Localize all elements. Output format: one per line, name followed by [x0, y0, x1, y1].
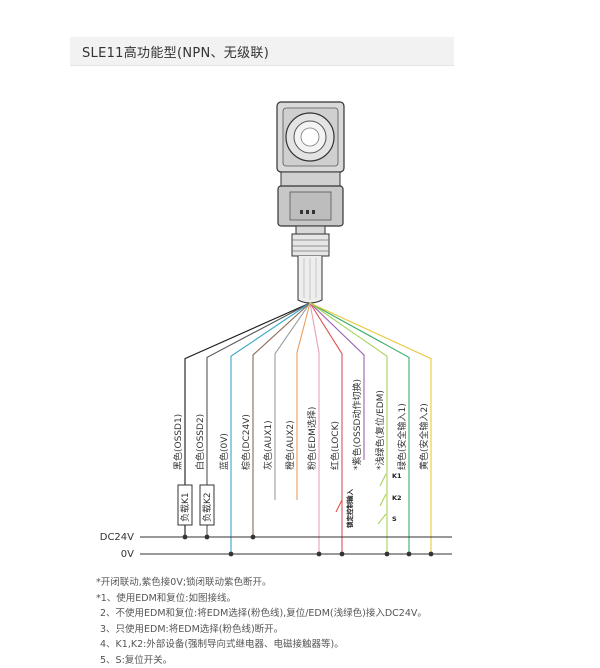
- dc24v-label: DC24V: [100, 532, 134, 543]
- note-5: 5、S:复位开关。: [96, 653, 596, 668]
- wire-label-3: 蓝色(0V): [218, 433, 230, 470]
- reset-switch-label: S: [392, 515, 397, 523]
- power-rails: DC24V 0V: [100, 532, 452, 560]
- note-4: 4、K1,K2:外部设备(强制导向式继电器、电磁接触器等)。: [96, 637, 596, 653]
- note-3: 3、只使用EDM:将EDM选择(粉色线)断开。: [96, 622, 596, 638]
- wire-label-2: 白色(OSSD2): [194, 414, 206, 470]
- k1-contact-label: K1: [392, 472, 402, 480]
- wire-label-10: *浅绿色(复位/EDM): [374, 390, 386, 470]
- note-2: 2、不使用EDM和复位:将EDM选择(粉色线),复位/EDM(浅绿色)接入DC2…: [96, 606, 596, 622]
- k2-contact-label: K2: [392, 494, 402, 502]
- wire-label-11: 绿色(安全输入1): [396, 403, 408, 470]
- cable-connector: [292, 226, 329, 303]
- wire-4: [253, 303, 310, 537]
- load-k1: 负载K1: [178, 485, 192, 525]
- load-k2: 负载K2: [200, 485, 214, 525]
- note-0: *开闭联动,紫色接0V;锁闭联动紫色断开。: [96, 575, 596, 591]
- sensor-body: [277, 102, 344, 226]
- wire-label-1: 黑色(OSSD1): [172, 414, 184, 470]
- wire-labels: 黑色(OSSD1) 白色(OSSD2) 蓝色(0V) 棕色(DC24V) 灰色(AUX1…: [172, 379, 430, 470]
- note-1: *1、使用EDM和复位:如图接线。: [96, 591, 596, 607]
- wire-12: [310, 303, 431, 554]
- load-k2-label: 负载K2: [201, 492, 213, 522]
- k1-contact: K1: [380, 472, 402, 486]
- zero-v-label: 0V: [121, 549, 134, 560]
- load-k1-label: 负载K1: [179, 492, 191, 522]
- wire-label-4: 棕色(DC24V): [240, 414, 252, 470]
- lock-input-label: 锁定控制输入: [345, 489, 354, 530]
- wire-label-7: 粉色(EDM选择): [306, 407, 318, 470]
- notes: *开闭联动,紫色接0V;锁闭联动紫色断开。 *1、使用EDM和复位:如图接线。 …: [96, 575, 596, 668]
- lock-switch: 锁定控制输入: [336, 489, 354, 530]
- wire-label-8: 红色(LOCK): [329, 421, 341, 470]
- wire-label-9: *紫色(OSSD动作切换): [351, 379, 363, 470]
- wire-label-5: 灰色(AUX1): [262, 420, 274, 470]
- wire-label-12: 黄色(安全输入2): [418, 403, 430, 470]
- wire-label-6: 橙色(AUX2): [284, 420, 296, 470]
- k2-contact: K2: [380, 494, 402, 506]
